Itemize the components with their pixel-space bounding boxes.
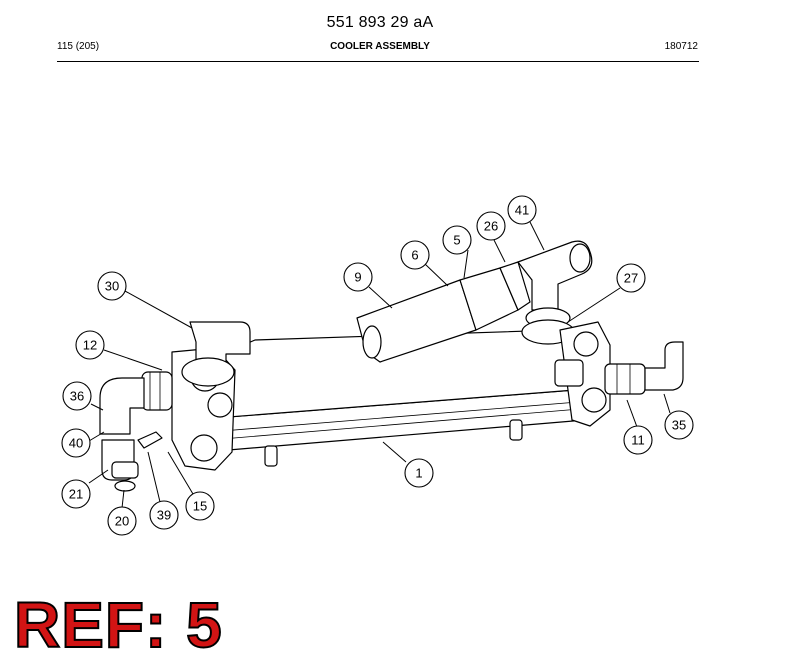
callout-label: 30 — [105, 279, 119, 294]
ref-label: REF: 5 — [13, 589, 223, 661]
callout-label: 21 — [69, 487, 83, 502]
callout-label: 36 — [70, 389, 84, 404]
right-end-cap — [554, 321, 684, 427]
callout-40: 40 — [61, 428, 91, 458]
callout-label: 15 — [193, 499, 207, 514]
callout-41: 41 — [507, 195, 537, 225]
callout-21: 21 — [61, 479, 91, 509]
doc-number: 551 893 29 aA — [326, 14, 434, 31]
callout-36: 36 — [62, 381, 92, 411]
callout-30: 30 — [97, 271, 127, 301]
left-elbow-fittings — [99, 377, 163, 492]
callout-label: 6 — [411, 248, 418, 263]
header-rule — [57, 61, 699, 62]
callout-27: 27 — [616, 263, 646, 293]
callout-label: 11 — [631, 433, 645, 448]
callout-15: 15 — [185, 491, 215, 521]
page-reference: 115 (205) — [57, 41, 100, 52]
callout-label: 35 — [672, 418, 686, 433]
callout-6: 6 — [400, 240, 430, 270]
sheet-title: COOLER ASSEMBLY — [330, 41, 430, 52]
callout-39: 39 — [149, 500, 179, 530]
date-code: 180712 — [664, 41, 698, 52]
callout-label: 12 — [83, 338, 97, 353]
callout-label: 40 — [69, 436, 83, 451]
cooler-body — [184, 329, 586, 467]
callout-label: 20 — [115, 514, 129, 529]
filter-cartridge — [356, 261, 531, 363]
callout-11: 11 — [623, 425, 653, 455]
callout-label: 1 — [415, 466, 422, 481]
callout-9: 9 — [343, 262, 373, 292]
callout-12: 12 — [75, 330, 105, 360]
callout-5: 5 — [442, 225, 472, 255]
callout-label: 41 — [515, 203, 529, 218]
callout-1: 1 — [404, 458, 434, 488]
leader-lines — [88, 221, 671, 509]
callout-20: 20 — [107, 506, 137, 536]
callout-label: 26 — [484, 219, 498, 234]
callout-label: 9 — [354, 270, 361, 285]
callout-26: 26 — [476, 211, 506, 241]
callout-label: 27 — [624, 271, 638, 286]
callout-label: 39 — [157, 508, 171, 523]
callout-label: 5 — [453, 233, 460, 248]
callout-35: 35 — [664, 410, 694, 440]
top-left-elbow — [181, 321, 251, 387]
